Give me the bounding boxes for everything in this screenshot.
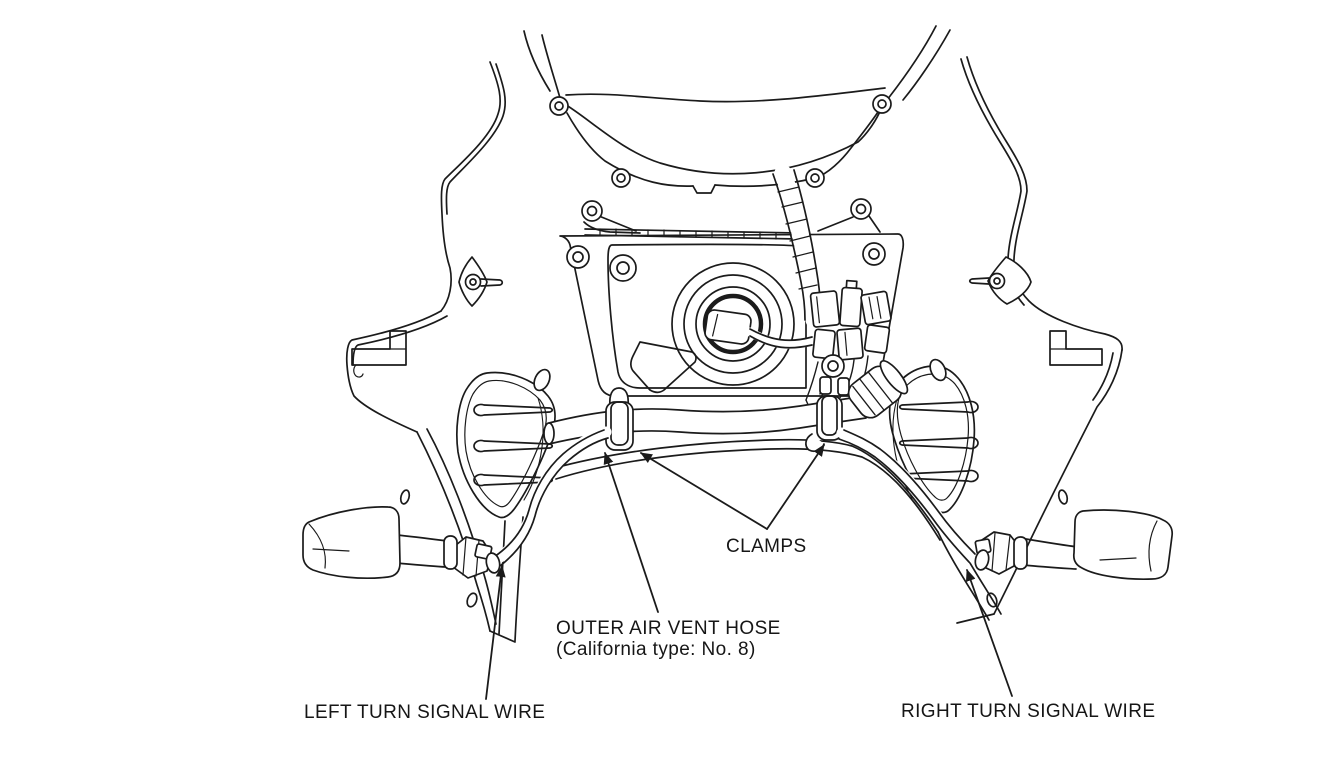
- leader-left-wire: [485, 565, 506, 700]
- right-mirror: [1013, 509, 1174, 580]
- right-vent-louvers: [898, 400, 979, 483]
- left-turn-signal-boot: [450, 536, 501, 579]
- leader-vent-hose: [603, 452, 659, 613]
- right-air-vent: [888, 358, 979, 514]
- left-mirror: [302, 506, 458, 579]
- harness-connectors: [809, 279, 892, 361]
- leader-lines: [485, 444, 1013, 700]
- right-l-bracket: [1049, 330, 1103, 366]
- label-left-turn-signal-wire: LEFT TURN SIGNAL WIRE: [304, 702, 546, 723]
- left-clamp: [605, 387, 634, 451]
- left-wing-bolt: [458, 256, 504, 307]
- leader-clamps-left: [640, 452, 768, 530]
- leader-right-wire: [965, 569, 1013, 697]
- label-outer-air-vent-hose-note: (California type: No. 8): [556, 639, 756, 660]
- left-air-vent: [456, 368, 556, 519]
- left-vent-louvers: [473, 403, 554, 487]
- right-wing-bolt: [968, 256, 1032, 305]
- right-turn-signal-boot: [974, 531, 1018, 575]
- right-turn-signal-wire: [836, 427, 1018, 575]
- hose-end-fitting: [847, 360, 909, 419]
- left-turn-signal-wire: [450, 426, 612, 579]
- label-right-turn-signal-wire: RIGHT TURN SIGNAL WIRE: [901, 701, 1156, 722]
- wire-harness: [772, 164, 892, 434]
- label-clamps: CLAMPS: [726, 536, 807, 557]
- windscreen-opening: [523, 25, 951, 194]
- leader-clamps-right: [766, 444, 825, 530]
- label-outer-air-vent-hose: OUTER AIR VENT HOSE: [556, 618, 781, 639]
